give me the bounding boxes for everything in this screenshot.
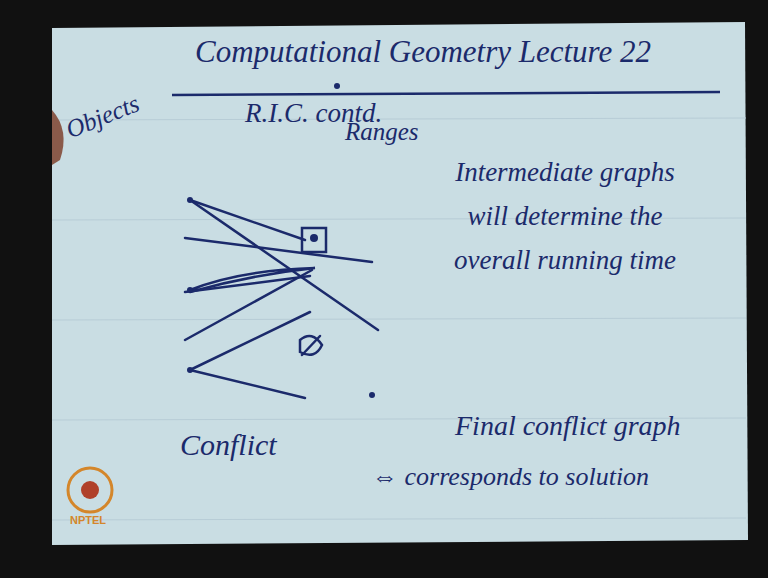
paper-sheet — [52, 22, 748, 545]
axis-label: Ranges — [345, 118, 419, 146]
note-text: Final conflict graph — [455, 410, 681, 442]
graph-label: Conflict — [180, 428, 277, 462]
conflict-graph-sketch — [185, 200, 378, 398]
paper-grid — [52, 118, 746, 520]
title-underline — [172, 92, 720, 95]
finger — [52, 110, 64, 165]
logo-text: NPTEL — [70, 514, 106, 526]
note-text: ⇔ corresponds to solution — [372, 462, 649, 492]
nptel-logo — [68, 468, 112, 512]
note-text: Intermediate graphs will determine the o… — [435, 150, 695, 282]
lecture-title: Computational Geometry Lecture 22 — [195, 34, 651, 70]
